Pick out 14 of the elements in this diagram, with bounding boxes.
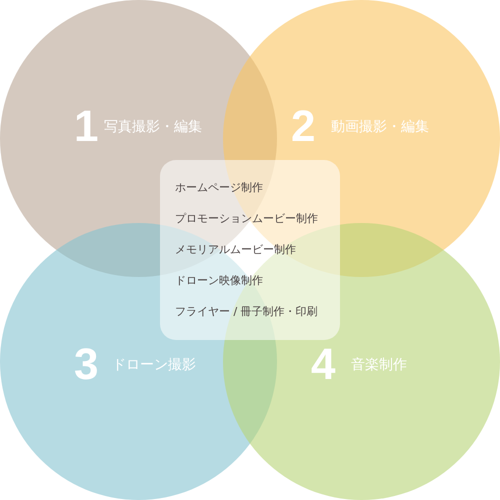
step-number: 1: [74, 105, 98, 149]
service-item: ホームページ制作: [175, 181, 263, 194]
step-number: 2: [291, 105, 316, 149]
category-label: 音楽制作: [351, 357, 407, 373]
category-label: ドローン撮影: [112, 357, 196, 373]
step-number: 4: [311, 343, 336, 387]
service-item: ドローン映像制作: [175, 274, 263, 287]
service-list-panel: [160, 160, 340, 340]
service-item: プロモーションムービー制作: [175, 212, 318, 225]
service-item: フライヤー / 冊子制作・印刷: [175, 305, 318, 318]
category-label: 写真撮影・編集: [104, 119, 202, 135]
step-number: 3: [74, 343, 98, 387]
service-item: メモリアルムービー制作: [175, 243, 296, 256]
category-label: 動画撮影・編集: [331, 119, 429, 135]
